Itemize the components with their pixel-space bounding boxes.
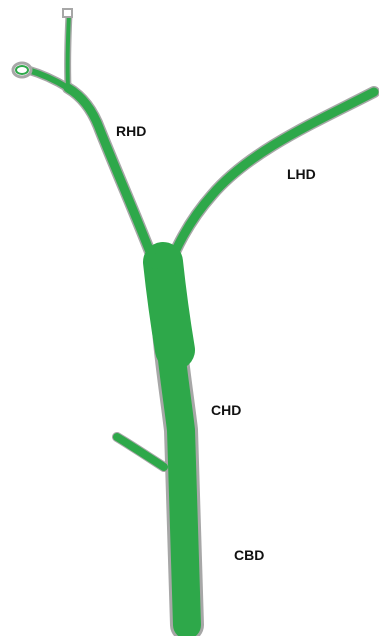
anterior-branch-tip — [63, 9, 72, 17]
right-hepatic-duct — [68, 88, 155, 265]
cystic-duct — [117, 437, 164, 467]
duct-fills — [13, 9, 374, 625]
label-cbd: CBD — [234, 547, 264, 563]
posterior-branch-tip-fill — [16, 66, 28, 74]
label-rhd: RHD — [116, 123, 146, 139]
right-anterior-branch — [68, 14, 69, 88]
label-lhd: LHD — [287, 166, 316, 182]
left-hepatic-duct — [165, 92, 374, 275]
lhd-outline — [165, 92, 374, 275]
label-chd: CHD — [211, 402, 241, 418]
duct-outlines — [28, 14, 374, 625]
